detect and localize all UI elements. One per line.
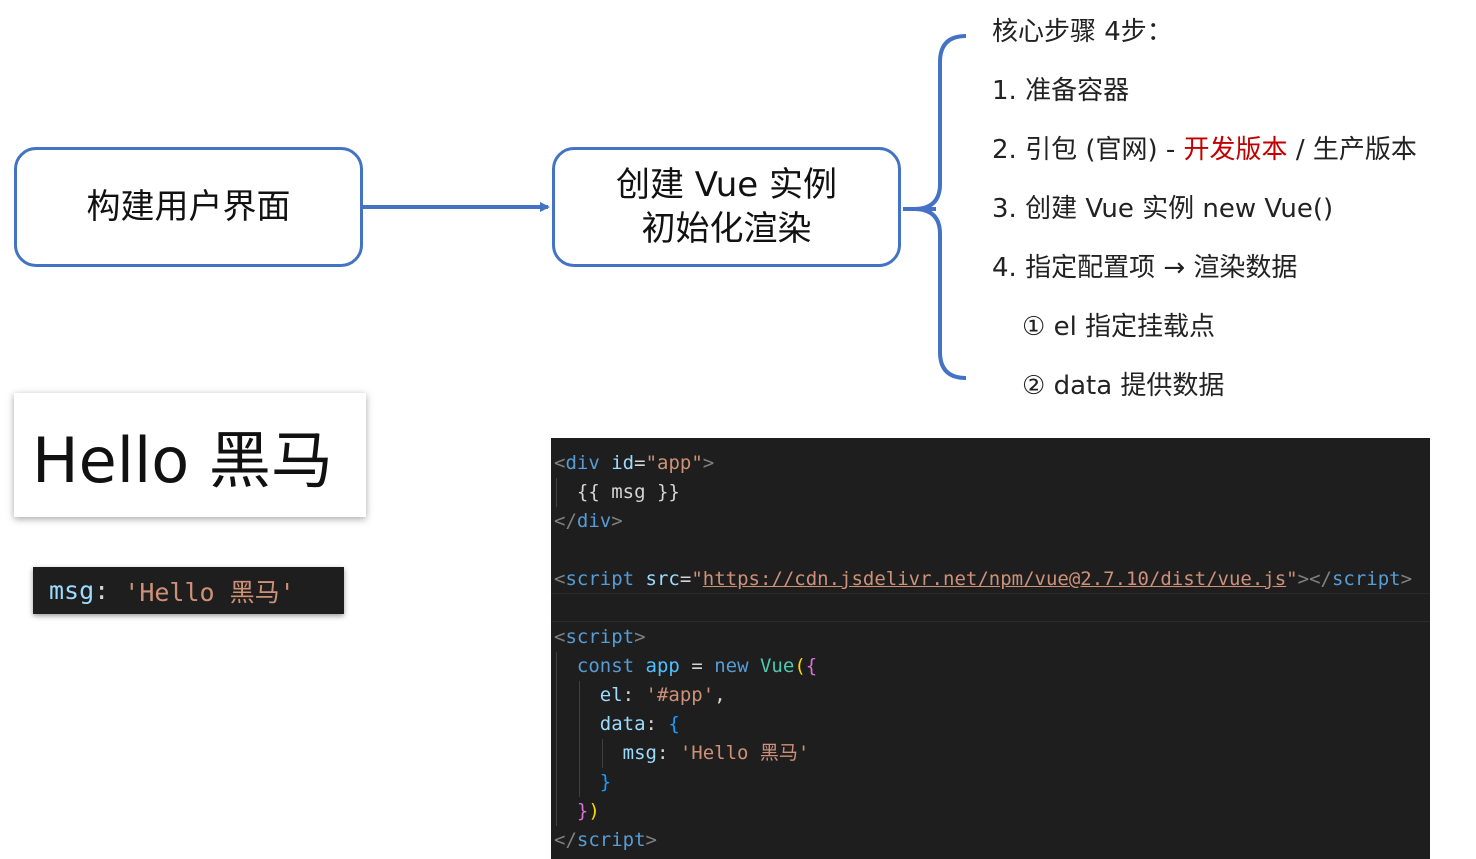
cdn-link[interactable]: https://cdn.jsdelivr.net/npm/vue@2.7.10/… (702, 568, 1287, 590)
code-line-8: const app = new Vue({ (554, 652, 817, 681)
step-4: 4. 指定配置项 → 渲染数据 (992, 253, 1298, 283)
tok: div (576, 510, 612, 532)
tok: > (702, 452, 715, 474)
tok: msg (622, 742, 657, 764)
tok: " (691, 568, 703, 590)
tok: } (599, 771, 612, 793)
code-line-10: data: { (554, 710, 680, 739)
code-line-11: msg: 'Hello 黑马' (554, 739, 810, 768)
tok: = (679, 568, 692, 590)
tok: = (634, 452, 646, 474)
tok: Vue (759, 655, 795, 677)
tok: div (565, 452, 600, 474)
code-line-1: <div id="app"> (554, 449, 714, 478)
code-editor: <div id="app"> {{ msg }} </div> <script … (551, 438, 1430, 859)
code-line-7: <script> (554, 623, 646, 652)
flow-box-create-vue: 创建 Vue 实例 初始化渲染 (552, 147, 901, 267)
tok: : (656, 742, 680, 764)
tok: script (1331, 568, 1401, 590)
tok: > (1400, 568, 1413, 590)
code-line-9: el: '#app', (554, 681, 726, 710)
tok: < (554, 626, 566, 648)
step-3: 3. 创建 Vue 实例 new Vue() (992, 194, 1334, 224)
tok: id (611, 452, 635, 474)
tok: } (576, 800, 589, 822)
tok: > (634, 626, 646, 648)
tok: script (565, 626, 635, 648)
step-2-dev-version: 开发版本 (1183, 135, 1288, 165)
tok: script (565, 568, 635, 590)
step-2-prefix: 2. 引包 (官网) - (992, 135, 1184, 165)
tok: const (576, 655, 635, 677)
flow-box-build-ui-label: 构建用户界面 (86, 187, 291, 227)
steps-title: 核心步骤 4步： (992, 17, 1173, 47)
indent-guide (579, 681, 580, 797)
indent-guide (556, 478, 557, 507)
current-line-highlight (551, 593, 1430, 622)
tok: script (576, 829, 646, 851)
tok: , (714, 684, 726, 706)
tok: { (668, 713, 680, 735)
tok: : (645, 713, 669, 735)
flow-box-build-ui: 构建用户界面 (14, 147, 363, 267)
tok: ></ (1297, 568, 1332, 590)
step-2-suffix: / 生产版本 (1287, 135, 1417, 165)
tok: = (679, 655, 715, 677)
msg-snippet-colon: : (94, 576, 125, 605)
rendered-output-text: Hello 黑马 (32, 424, 333, 497)
tok: 'Hello 黑马' (679, 742, 810, 764)
step-2: 2. 引包 (官网) - 开发版本 / 生产版本 (992, 130, 1417, 170)
tok: < (554, 568, 566, 590)
indent-guide (602, 739, 603, 768)
code-line-12: } (554, 768, 611, 797)
flow-box-create-vue-line1: 创建 Vue 实例 (615, 165, 838, 205)
code-line-2: {{ msg }} (554, 478, 680, 507)
rendered-output: Hello 黑马 (14, 393, 366, 517)
tok: ) (588, 800, 600, 822)
tok: " (1286, 568, 1298, 590)
step-1: 1. 准备容器 (992, 76, 1130, 106)
tok: > (611, 510, 623, 532)
tok: new (714, 655, 749, 677)
msg-snippet-value: 'Hello 黑马' (124, 577, 295, 607)
tok: > (645, 829, 657, 851)
tok: : (622, 684, 646, 706)
code-line-13: }) (554, 797, 600, 826)
tok: </ (554, 510, 577, 532)
tok: {{ msg }} (576, 481, 680, 503)
msg-snippet-key: msg (49, 576, 95, 605)
indent-guide (556, 652, 557, 826)
tok: data (599, 713, 646, 735)
tok: ( (794, 655, 806, 677)
flow-box-create-vue-line2: 初始化渲染 (641, 209, 812, 249)
msg-snippet: msg: 'Hello 黑马' (33, 567, 344, 614)
tok: src (645, 568, 680, 590)
tok: "app" (645, 452, 703, 474)
tok: el (599, 684, 623, 706)
step-4a: ① el 指定挂载点 (1022, 312, 1216, 342)
tok: < (554, 452, 566, 474)
tok: '#app' (645, 684, 715, 706)
code-line-5: <script src="https://cdn.jsdelivr.net/np… (554, 565, 1412, 594)
tok: </ (554, 829, 577, 851)
code-line-14: </script> (554, 826, 657, 855)
code-line-3: </div> (554, 507, 623, 536)
tok: app (645, 655, 680, 677)
tok: { (805, 655, 818, 677)
curly-brace (913, 34, 967, 380)
step-4b: ② data 提供数据 (1022, 371, 1225, 401)
